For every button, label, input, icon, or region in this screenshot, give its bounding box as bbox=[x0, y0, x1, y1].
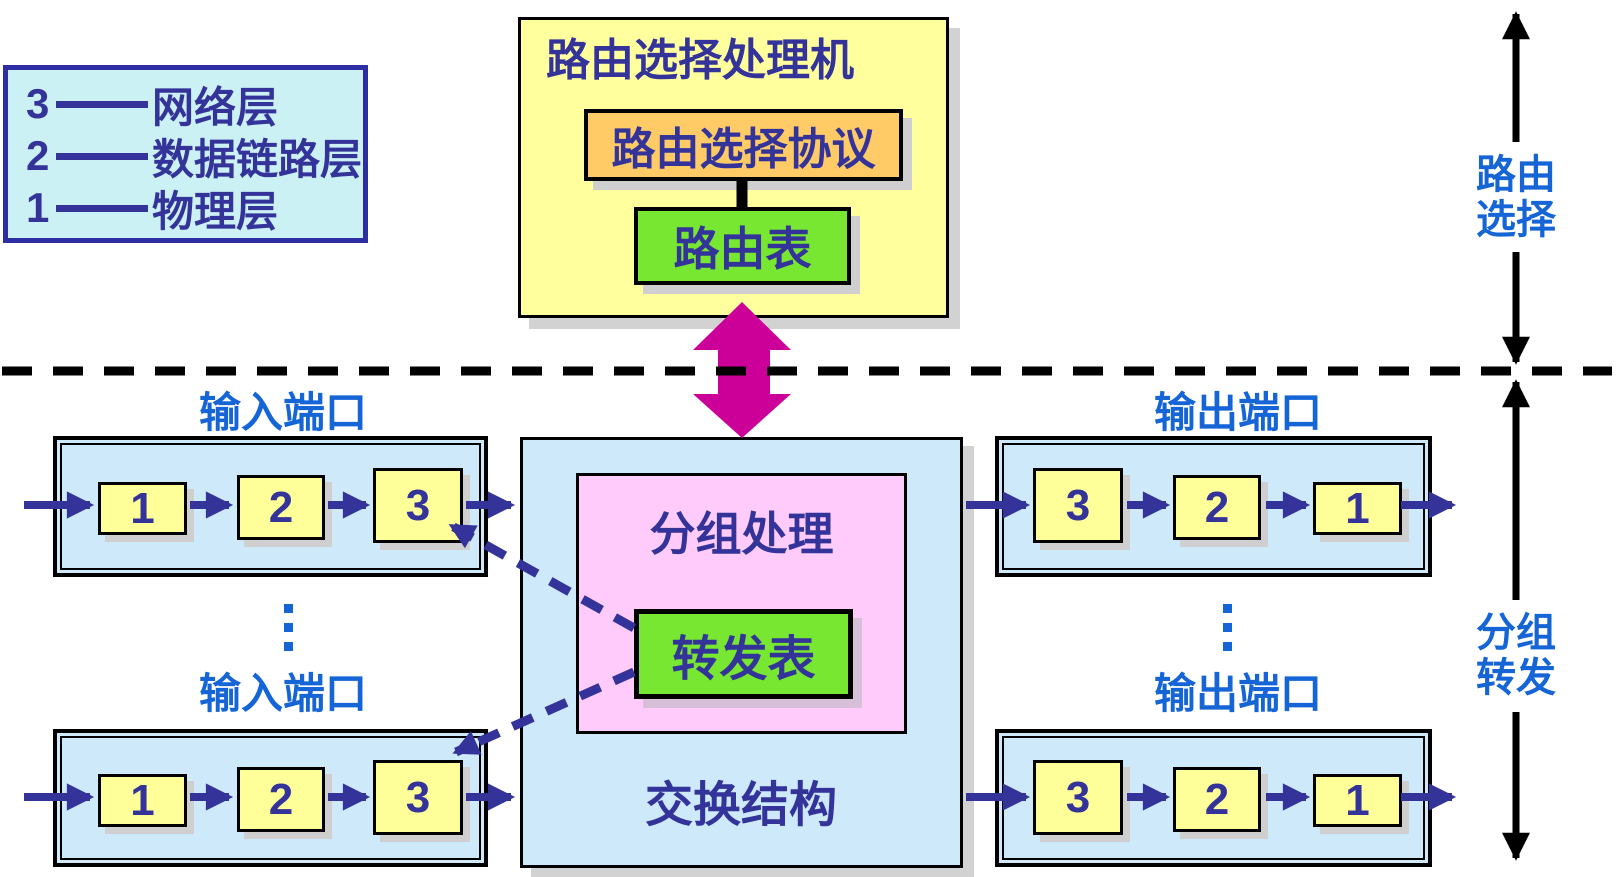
input1-network-module: 3 bbox=[373, 468, 463, 543]
route-selection-label: 路由选择 bbox=[1476, 152, 1556, 243]
input-port-group-2: 1 2 3 bbox=[53, 729, 488, 867]
forwarding-table-box: 转发表 bbox=[634, 609, 853, 699]
legend-dash bbox=[56, 100, 148, 108]
routing-protocol-box: 路由选择协议 bbox=[584, 109, 903, 181]
packet-processing-label: 分组处理 bbox=[649, 509, 834, 560]
packet-forwarding-label: 分组转发 bbox=[1476, 610, 1556, 701]
input-ports-ellipsis bbox=[284, 604, 293, 651]
routing-table-box: 路由表 bbox=[634, 207, 851, 285]
input-port-group-1: 1 2 3 bbox=[53, 436, 488, 577]
input1-datalink-module: 2 bbox=[237, 475, 325, 540]
routing-processor-title: 路由选择处理机 bbox=[546, 36, 854, 85]
legend-row-network-layer: 3 网络层 bbox=[26, 78, 363, 132]
legend-name-datalink-layer: 数据链路层 bbox=[152, 137, 363, 184]
output1-physical-module: 1 bbox=[1313, 482, 1402, 535]
input1-physical-module: 1 bbox=[98, 482, 187, 535]
legend-name-physical-layer: 物理层 bbox=[152, 189, 279, 236]
legend-row-physical-layer: 1 物理层 bbox=[26, 182, 363, 236]
output-port-group-2: 3 2 1 bbox=[995, 729, 1432, 867]
output-ports-ellipsis bbox=[1223, 604, 1232, 651]
output-port-label-1: 输出端口 bbox=[1153, 391, 1323, 437]
output1-datalink-module: 2 bbox=[1173, 475, 1261, 540]
legend-level-1: 1 bbox=[26, 184, 50, 231]
legend-dash bbox=[56, 152, 148, 160]
output-port-group-1: 3 2 1 bbox=[995, 436, 1432, 577]
legend-level-2: 2 bbox=[26, 132, 50, 179]
legend-level-3: 3 bbox=[26, 80, 50, 127]
input2-physical-module: 1 bbox=[98, 774, 187, 827]
input-port-label-1: 输入端口 bbox=[198, 391, 368, 437]
output1-network-module: 3 bbox=[1033, 468, 1123, 543]
output-port-label-2: 输出端口 bbox=[1153, 672, 1323, 718]
output2-physical-module: 1 bbox=[1313, 774, 1402, 827]
legend-name-network-layer: 网络层 bbox=[152, 85, 279, 132]
legend-dash bbox=[56, 204, 148, 212]
legend-row-datalink-layer: 2 数据链路层 bbox=[26, 130, 363, 184]
routing-table-update-arrow bbox=[693, 302, 791, 438]
layer-legend: 3 网络层 2 数据链路层 1 物理层 bbox=[3, 65, 368, 243]
input2-network-module: 3 bbox=[373, 760, 463, 835]
output2-network-module: 3 bbox=[1033, 760, 1123, 835]
input2-datalink-module: 2 bbox=[237, 767, 325, 832]
output2-datalink-module: 2 bbox=[1173, 767, 1261, 832]
input-port-label-2: 输入端口 bbox=[198, 672, 368, 718]
switching-fabric-label: 交换结构 bbox=[644, 779, 838, 832]
